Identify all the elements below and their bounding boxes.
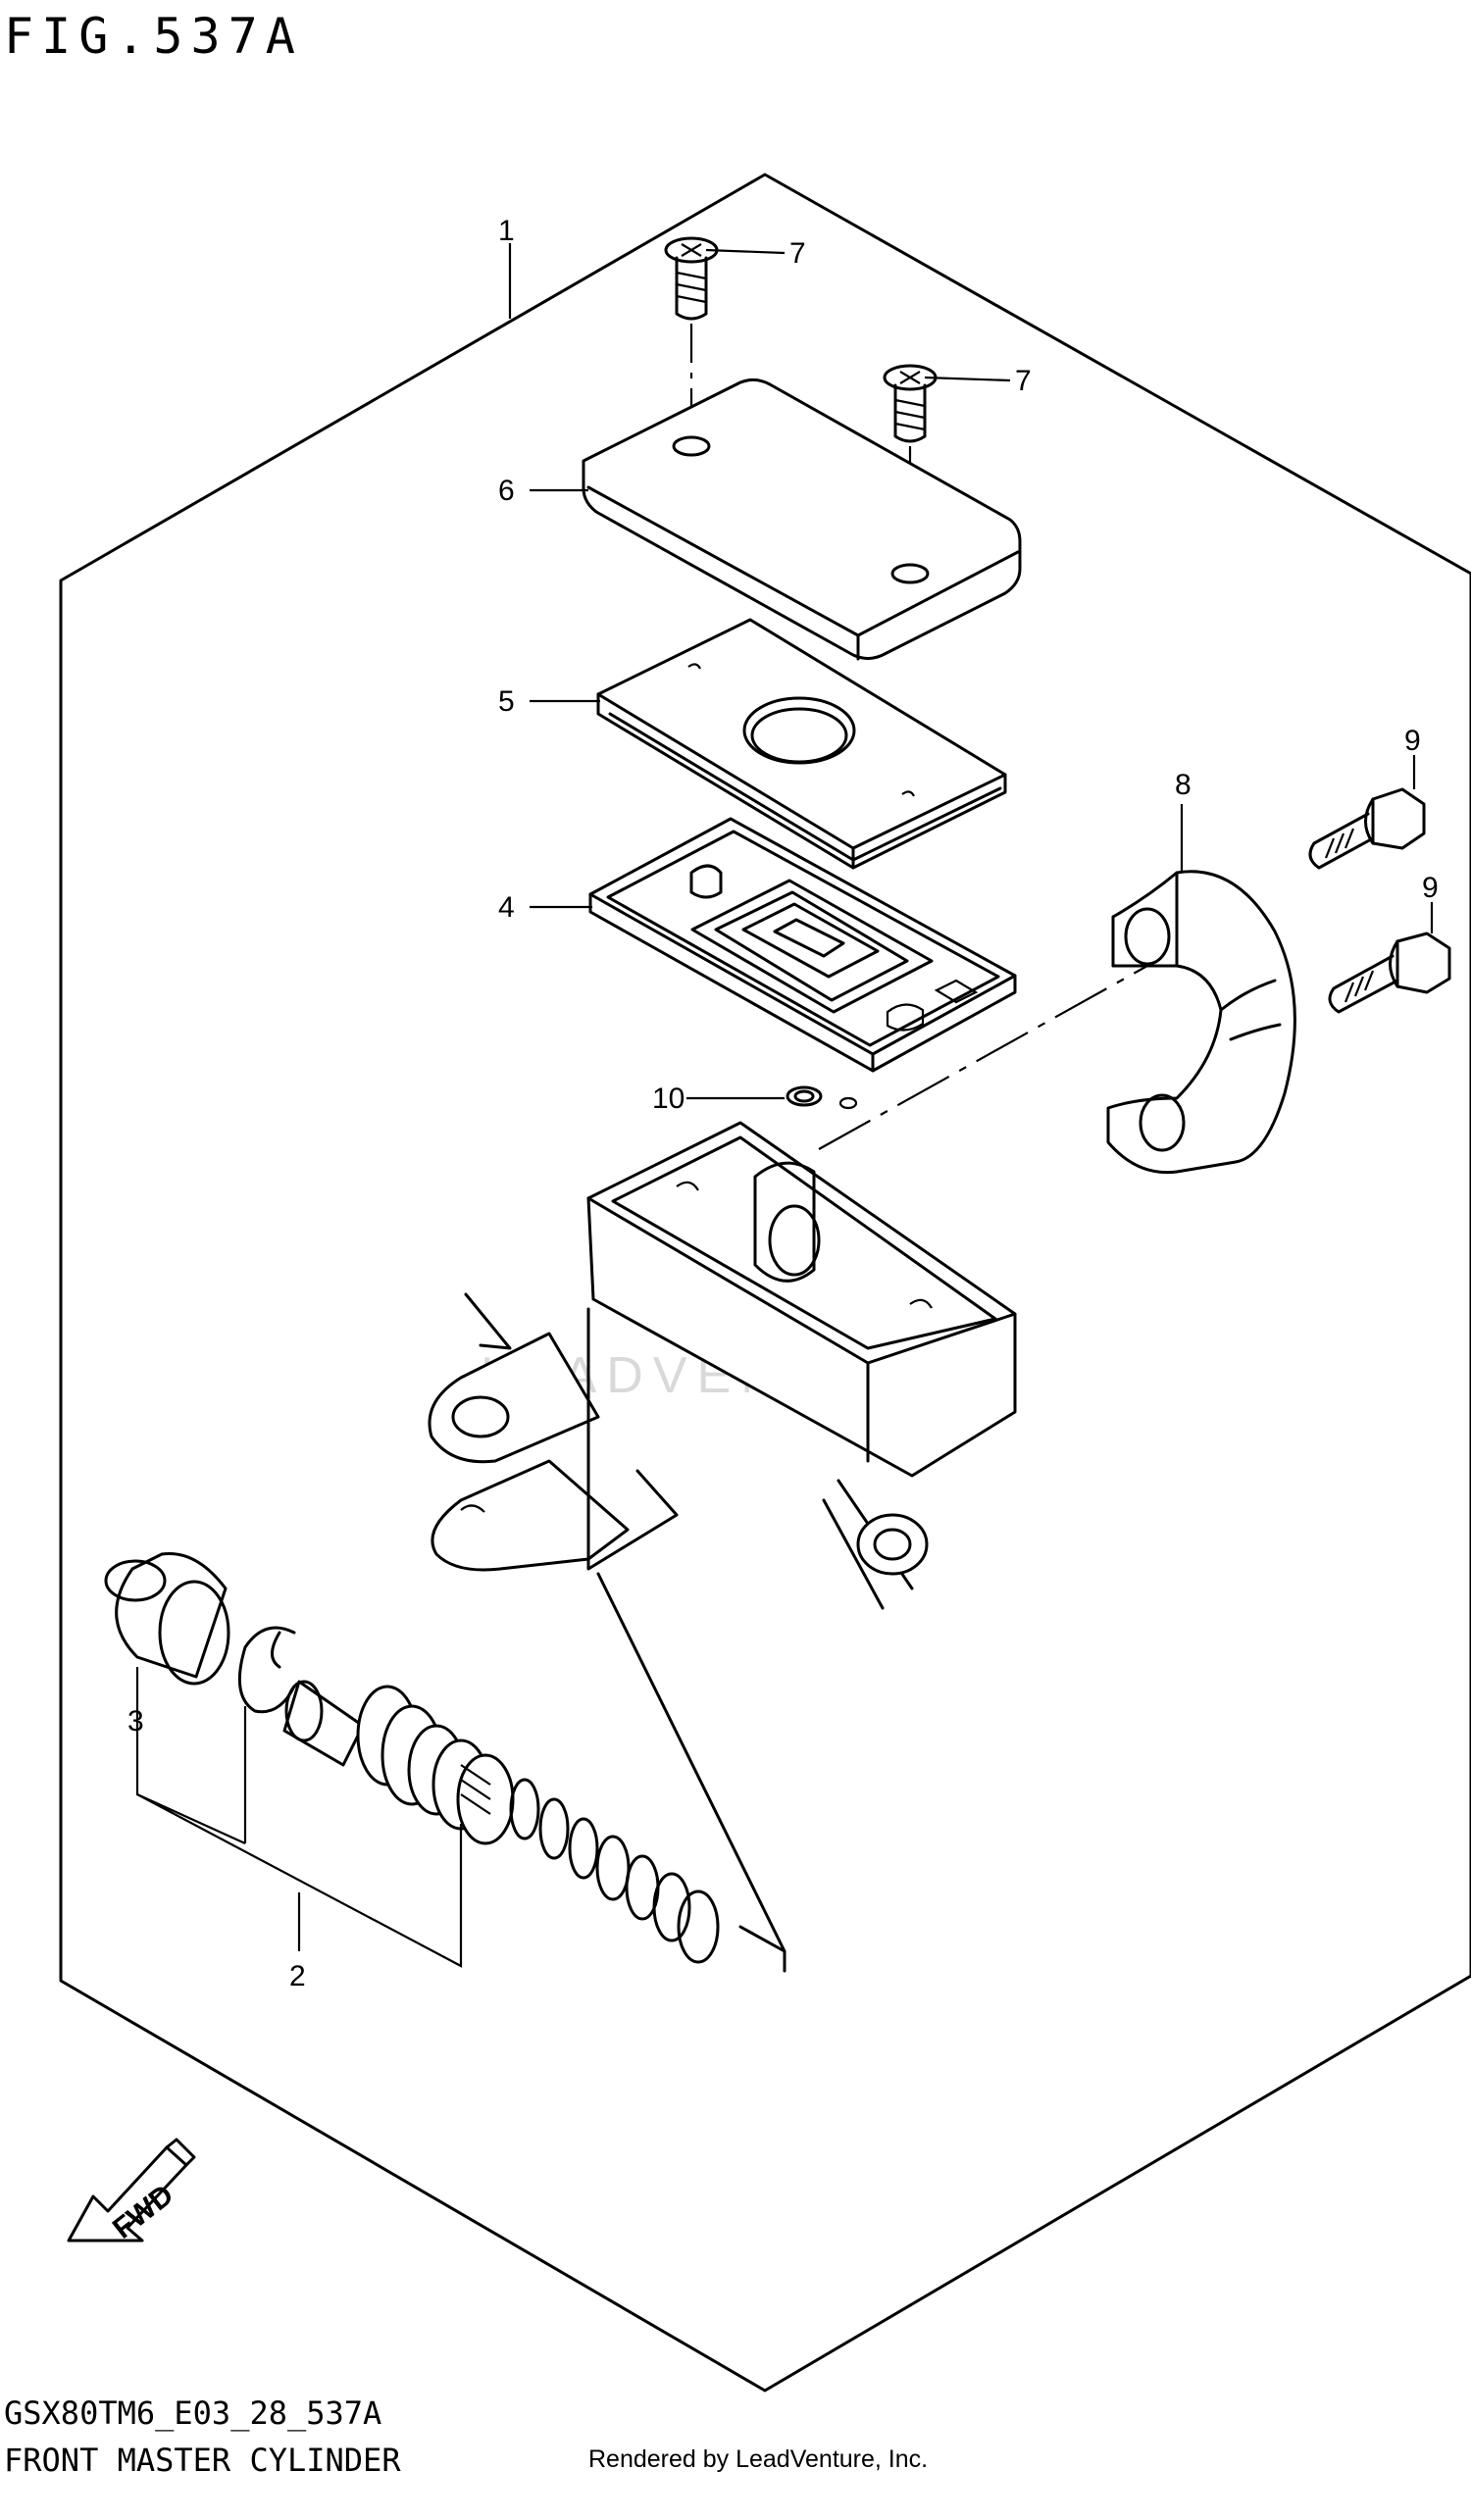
- return-spring[interactable]: [509, 1778, 720, 1964]
- callout-3: 3: [127, 1705, 144, 1738]
- part-7-screw-left[interactable]: [664, 236, 719, 321]
- circlip[interactable]: [237, 1626, 296, 1714]
- callout-4: 4: [498, 891, 515, 924]
- part-10-clip[interactable]: [786, 1085, 858, 1110]
- master-cylinder-body[interactable]: [428, 1121, 1017, 1610]
- assembly-boundary: [59, 173, 1471, 2393]
- fwd-arrow-icon: FWD: [67, 2138, 196, 2245]
- figure-title: FIG.537A: [4, 8, 303, 65]
- figure-description: FRONT MASTER CYLINDER: [4, 2442, 401, 2479]
- callout-7a: 7: [789, 237, 806, 270]
- callout-2: 2: [289, 1960, 306, 1992]
- part-7-screw-right[interactable]: [883, 364, 938, 443]
- callout-8: 8: [1175, 769, 1192, 801]
- callout-10: 10: [652, 1083, 685, 1115]
- part-3-dust-boot[interactable]: [104, 1551, 230, 1686]
- part-9-bolt-lower[interactable]: [1328, 932, 1451, 1014]
- piston-assembly[interactable]: [282, 1680, 515, 1845]
- callout-7b: 7: [1015, 365, 1032, 397]
- part-6-reservoir-cap[interactable]: [582, 378, 1022, 661]
- callout-9b: 9: [1422, 872, 1439, 904]
- callout-5: 5: [498, 685, 515, 718]
- part-4-diaphragm[interactable]: [588, 817, 1017, 1073]
- figure-code: GSX80TM6_E03_28_537A: [4, 2394, 382, 2432]
- part-5-diaphragm-plate[interactable]: [596, 618, 1007, 870]
- callout-1: 1: [498, 215, 515, 247]
- callout-6: 6: [498, 475, 515, 507]
- render-credit: Rendered by LeadVenture, Inc.: [588, 2445, 929, 2473]
- part-8-clamp-holder[interactable]: [1106, 870, 1296, 1175]
- part-9-bolt-upper[interactable]: [1308, 787, 1426, 870]
- callout-9a: 9: [1404, 725, 1421, 757]
